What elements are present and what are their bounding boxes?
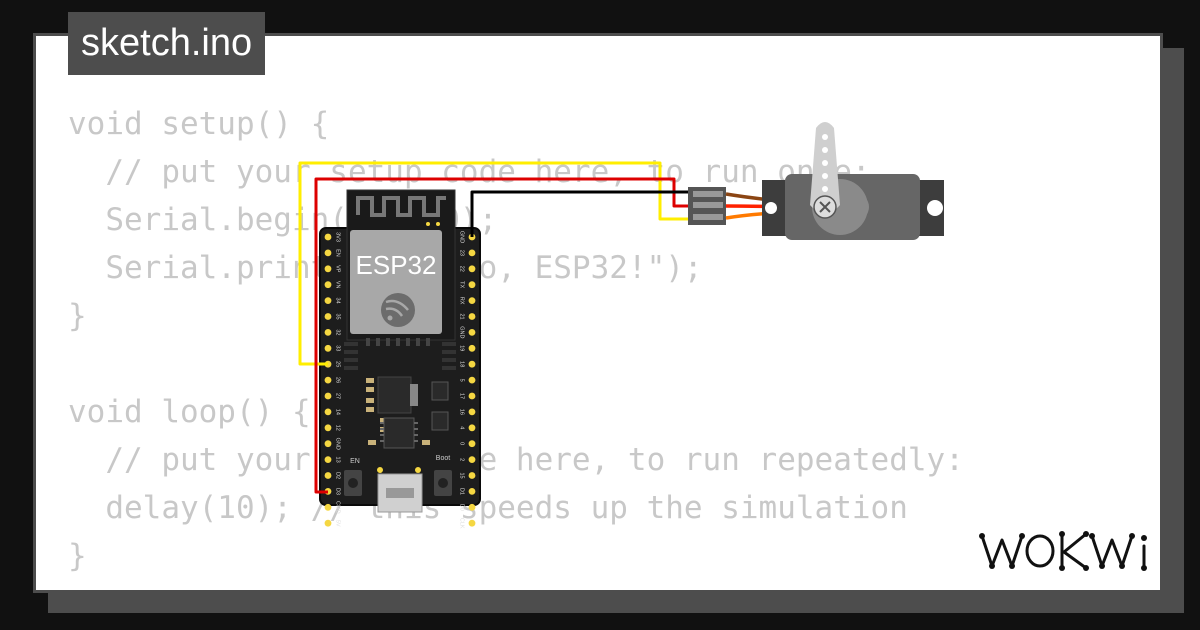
pin-label: 19 (459, 345, 465, 351)
header-pin[interactable] (468, 456, 476, 463)
header-pin[interactable] (468, 376, 476, 384)
header-pin[interactable] (468, 344, 476, 352)
board-label: ESP32 (356, 250, 437, 280)
boot-button[interactable] (434, 470, 452, 496)
header-pin[interactable] (468, 519, 476, 527)
espressif-logo-icon (381, 293, 415, 327)
pin-label: VN (335, 281, 341, 289)
header-pin[interactable] (468, 472, 476, 479)
header-pin[interactable] (324, 376, 332, 384)
header-pin[interactable] (324, 392, 332, 400)
header-pin[interactable] (324, 281, 332, 289)
code-line: } (68, 538, 87, 574)
code-line: void loop() { (68, 394, 311, 430)
pin-label: GND (335, 438, 341, 450)
pin-label: GND (459, 326, 465, 338)
pin-label: CMD (335, 501, 341, 514)
header-pin[interactable] (468, 488, 476, 495)
pin-label: TX (459, 281, 465, 288)
pin-label: D0 (459, 504, 465, 511)
pin-label: 33 (335, 345, 341, 351)
header-pin[interactable] (468, 329, 476, 336)
pin-label: D3 (335, 488, 341, 495)
en-button[interactable] (344, 470, 362, 496)
pin-label: 34 (335, 298, 341, 304)
pin-label: 22 (459, 266, 465, 272)
header-pin[interactable] (468, 297, 476, 304)
header-pin[interactable] (324, 344, 332, 352)
header-pin[interactable] (324, 472, 332, 479)
header-pin[interactable] (324, 249, 332, 257)
pin-label: 12 (335, 425, 341, 431)
pin-label: 16 (459, 409, 465, 415)
pin-label: 26 (335, 377, 341, 383)
pin-label: GND (459, 231, 465, 243)
header-pin[interactable] (468, 424, 476, 432)
wire-red[interactable] (314, 177, 692, 494)
code-line: delay(10); // this speeds up the simulat… (68, 490, 908, 526)
pin-label: 15 (459, 472, 465, 478)
header-pin[interactable] (468, 440, 476, 448)
pin-label: 4 (459, 426, 465, 429)
header-pin[interactable] (468, 265, 476, 273)
esp32-board[interactable]: ESP32 (319, 189, 481, 529)
header-pin[interactable] (468, 249, 476, 257)
header-pin[interactable] (324, 233, 332, 241)
pin-label: 13 (335, 457, 341, 463)
pin-label: 3V3 (335, 232, 341, 242)
header-pin[interactable] (468, 313, 476, 320)
servo-horn[interactable] (810, 122, 840, 214)
pin-label: 27 (335, 393, 341, 399)
wokwi-logo (979, 531, 1147, 571)
pin-label: D2 (335, 472, 341, 479)
header-pin[interactable] (324, 440, 332, 448)
header-pin[interactable] (324, 313, 332, 320)
en-label: EN (350, 458, 360, 465)
header-pin[interactable] (324, 265, 332, 273)
header-pin[interactable] (324, 329, 332, 336)
pin-label: 2 (459, 458, 465, 461)
pin-label: 17 (459, 393, 465, 399)
pin-label: VP (335, 265, 341, 273)
code-line: void setup() { (68, 106, 330, 142)
pin-label: 0 (459, 442, 465, 445)
file-tab[interactable]: sketch.ino (68, 12, 266, 75)
pin-label: 5 (459, 379, 465, 382)
pin-label: 18 (459, 361, 465, 367)
usb-port (377, 473, 423, 513)
pin-label: RX (459, 297, 465, 305)
header-pin[interactable] (324, 519, 332, 527)
header-pin[interactable] (324, 456, 332, 463)
wire-yellow[interactable] (298, 161, 692, 366)
header-pin[interactable] (468, 503, 476, 511)
pin-label: 23 (459, 250, 465, 256)
servo-motor[interactable] (762, 122, 944, 240)
header-pin[interactable] (468, 360, 476, 368)
boot-label: Boot (436, 455, 450, 462)
wire-black[interactable] (470, 190, 692, 237)
header-pin[interactable] (324, 408, 332, 416)
pin-label: D1 (459, 488, 465, 495)
pin-label: EN (335, 249, 341, 257)
header-pin[interactable] (324, 424, 332, 432)
pin-label: CLK (459, 518, 465, 529)
pin-label: 5V (335, 520, 341, 527)
header-pin[interactable] (468, 392, 476, 400)
canvas-card (33, 33, 1163, 593)
pin-label: 25 (335, 361, 341, 367)
code-line: } (68, 298, 87, 334)
servo-connector (688, 187, 726, 225)
pin-label: 14 (335, 409, 341, 415)
pin-label: 21 (459, 313, 465, 319)
header-pin[interactable] (324, 503, 332, 511)
header-pin[interactable] (324, 297, 332, 304)
header-pin[interactable] (468, 281, 476, 289)
pin-label: 35 (335, 313, 341, 319)
right-pin-header (468, 233, 476, 527)
pin-label: 32 (335, 329, 341, 335)
header-pin[interactable] (468, 408, 476, 416)
